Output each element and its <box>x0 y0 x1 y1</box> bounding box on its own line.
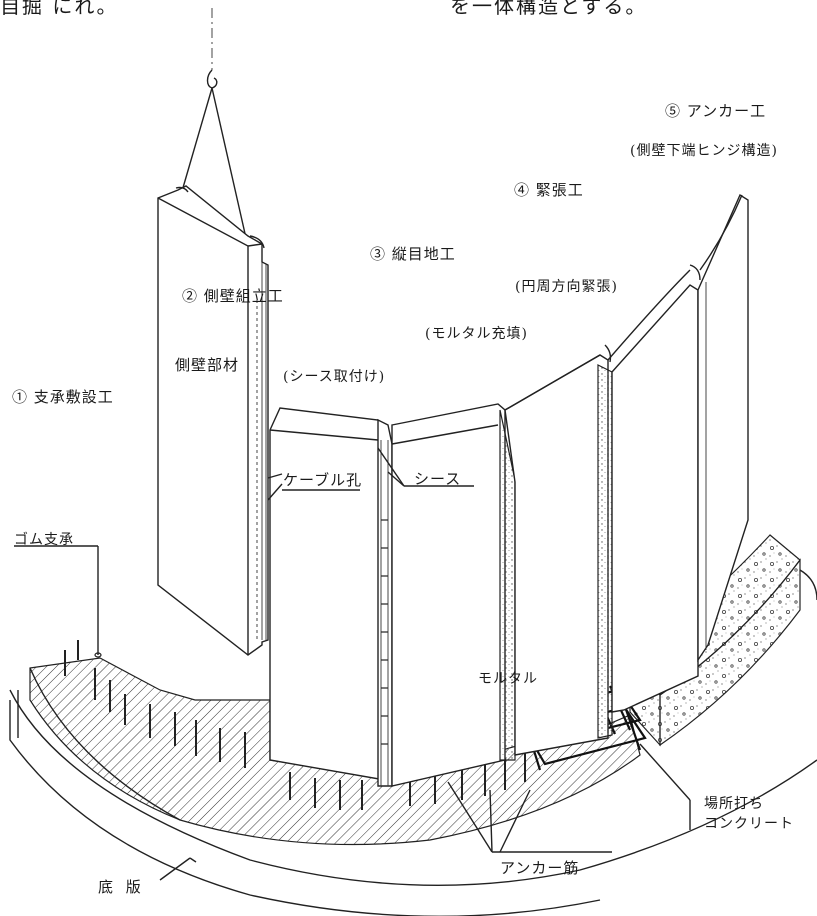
label-hinge: (側壁下端ヒンジ構造) <box>630 143 778 159</box>
label-step-1: ① 支承敷設工 <box>12 388 114 406</box>
label-sheath: シース <box>414 470 462 488</box>
wall-panel-2 <box>269 407 386 781</box>
base-slab <box>9 689 817 916</box>
wall-member-lifted <box>157 185 269 656</box>
wall-panel-6 <box>604 269 699 713</box>
cast-in-place-callout <box>639 743 691 830</box>
label-mortar-fill: (モルタル充填) <box>425 326 528 342</box>
anchor-bars <box>64 640 526 810</box>
header-fragment-left: 自掘 にれ。 <box>0 0 119 18</box>
base-slab-callout <box>159 857 197 881</box>
label-anchor-bar: アンカー筋 <box>500 859 580 877</box>
header-fragment-right: を一体構造とする。 <box>450 0 648 18</box>
label-rubber-bearing: ゴム支承 <box>14 532 74 548</box>
label-step-5: ⑤ アンカー工 <box>665 102 767 120</box>
rubber-bearing-callout <box>14 545 102 658</box>
sheath-callout <box>377 447 474 487</box>
wall-panel-7 <box>689 193 749 663</box>
label-step-4: ④ 緊張工 <box>514 181 584 199</box>
wall-panel-3-with-sheath <box>377 418 393 787</box>
wall-panel-5-mortar <box>499 354 613 761</box>
crane-hook <box>179 8 247 239</box>
wall-panel-4 <box>391 403 506 787</box>
anchor-bar-callout <box>447 781 612 853</box>
label-wall-member: 側壁部材 <box>175 356 240 374</box>
sheath-ladder <box>381 519 388 745</box>
label-step-2: ② 側壁組立工 <box>182 287 284 305</box>
label-mortar: モルタル <box>478 671 538 687</box>
label-cable-hole: ケーブル孔 <box>283 471 363 489</box>
label-circ-tension: (円周方向緊張) <box>515 279 618 295</box>
label-sheath-attach: (シース取付け) <box>283 369 386 385</box>
label-base-slab: 底 版 <box>98 878 145 896</box>
label-step-3: ③ 縦目地工 <box>370 245 456 263</box>
label-cast-in-place-2: コンクリート <box>704 816 794 832</box>
label-cast-in-place-1: 場所打ち <box>704 796 764 812</box>
cable-hole-callout <box>267 473 360 501</box>
